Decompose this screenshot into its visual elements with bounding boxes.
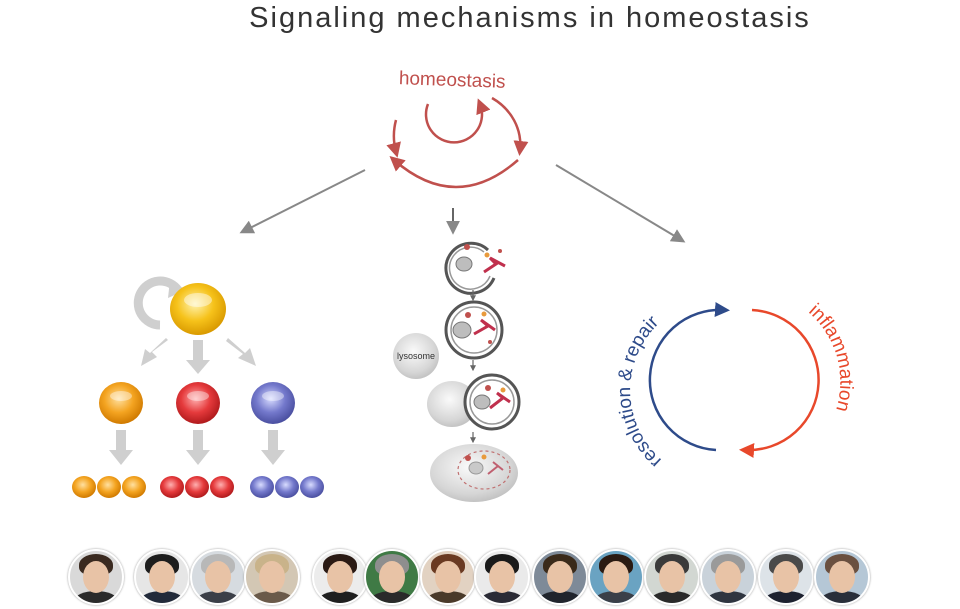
self-renewal-arrowhead (168, 280, 186, 298)
homeostasis-arrow-right (491, 96, 529, 156)
page-title: Signaling mechanisms in homeostasis (249, 2, 811, 34)
homeostasis-arrow-bottom (389, 156, 519, 189)
mature-cells-blue (250, 476, 324, 498)
researcher-avatar (814, 549, 870, 605)
resolution-repair-label: resolution & repair (614, 311, 665, 472)
researcher-avatar (644, 549, 700, 605)
homeostasis-arrow-inner (424, 98, 491, 144)
researcher-avatar (364, 549, 420, 605)
researcher-avatar (532, 549, 588, 605)
branch-arrow-right (555, 164, 686, 243)
autophagy-sequence: lysosome (393, 241, 521, 502)
researcher-avatar (68, 549, 124, 605)
researcher-portraits (68, 549, 888, 609)
researcher-avatar (420, 549, 476, 605)
phagophore (444, 241, 506, 295)
mature-cells-orange (72, 476, 146, 498)
autolysosome (430, 444, 518, 502)
progenitor-red (176, 382, 220, 424)
researcher-avatar (134, 549, 190, 605)
researcher-avatar (312, 549, 368, 605)
homeostasis-label: homeostasis (399, 68, 506, 93)
lysosome-label: lysosome (397, 351, 435, 361)
maturation-arrows (109, 430, 285, 465)
stem-cell-hierarchy (72, 276, 324, 498)
inflammation-label: inflammation (805, 300, 857, 414)
homeostasis-cycle: homeostasis (386, 68, 529, 189)
researcher-avatar (190, 549, 246, 605)
homeostasis-arrow-left (386, 119, 401, 158)
mature-cells-red (160, 476, 234, 498)
progenitor-orange (99, 382, 143, 424)
researcher-avatar (700, 549, 756, 605)
resolution-arc (648, 302, 730, 452)
researcher-avatar (244, 549, 300, 605)
progenitor-blue (251, 382, 295, 424)
branch-arrow-left (239, 169, 366, 234)
inflammation-arc (739, 308, 820, 458)
lysosome (393, 333, 439, 379)
resolution-inflammation-cycle: resolution & repair inflammation (614, 300, 856, 472)
self-renewal-arrow (133, 276, 182, 330)
researcher-avatar (758, 549, 814, 605)
stem-cell-yellow (170, 283, 226, 335)
differentiation-arrows (141, 338, 256, 374)
autophagosome (444, 300, 504, 360)
fusion-stage (427, 373, 521, 431)
researcher-avatar (474, 549, 530, 605)
researcher-avatar (588, 549, 644, 605)
